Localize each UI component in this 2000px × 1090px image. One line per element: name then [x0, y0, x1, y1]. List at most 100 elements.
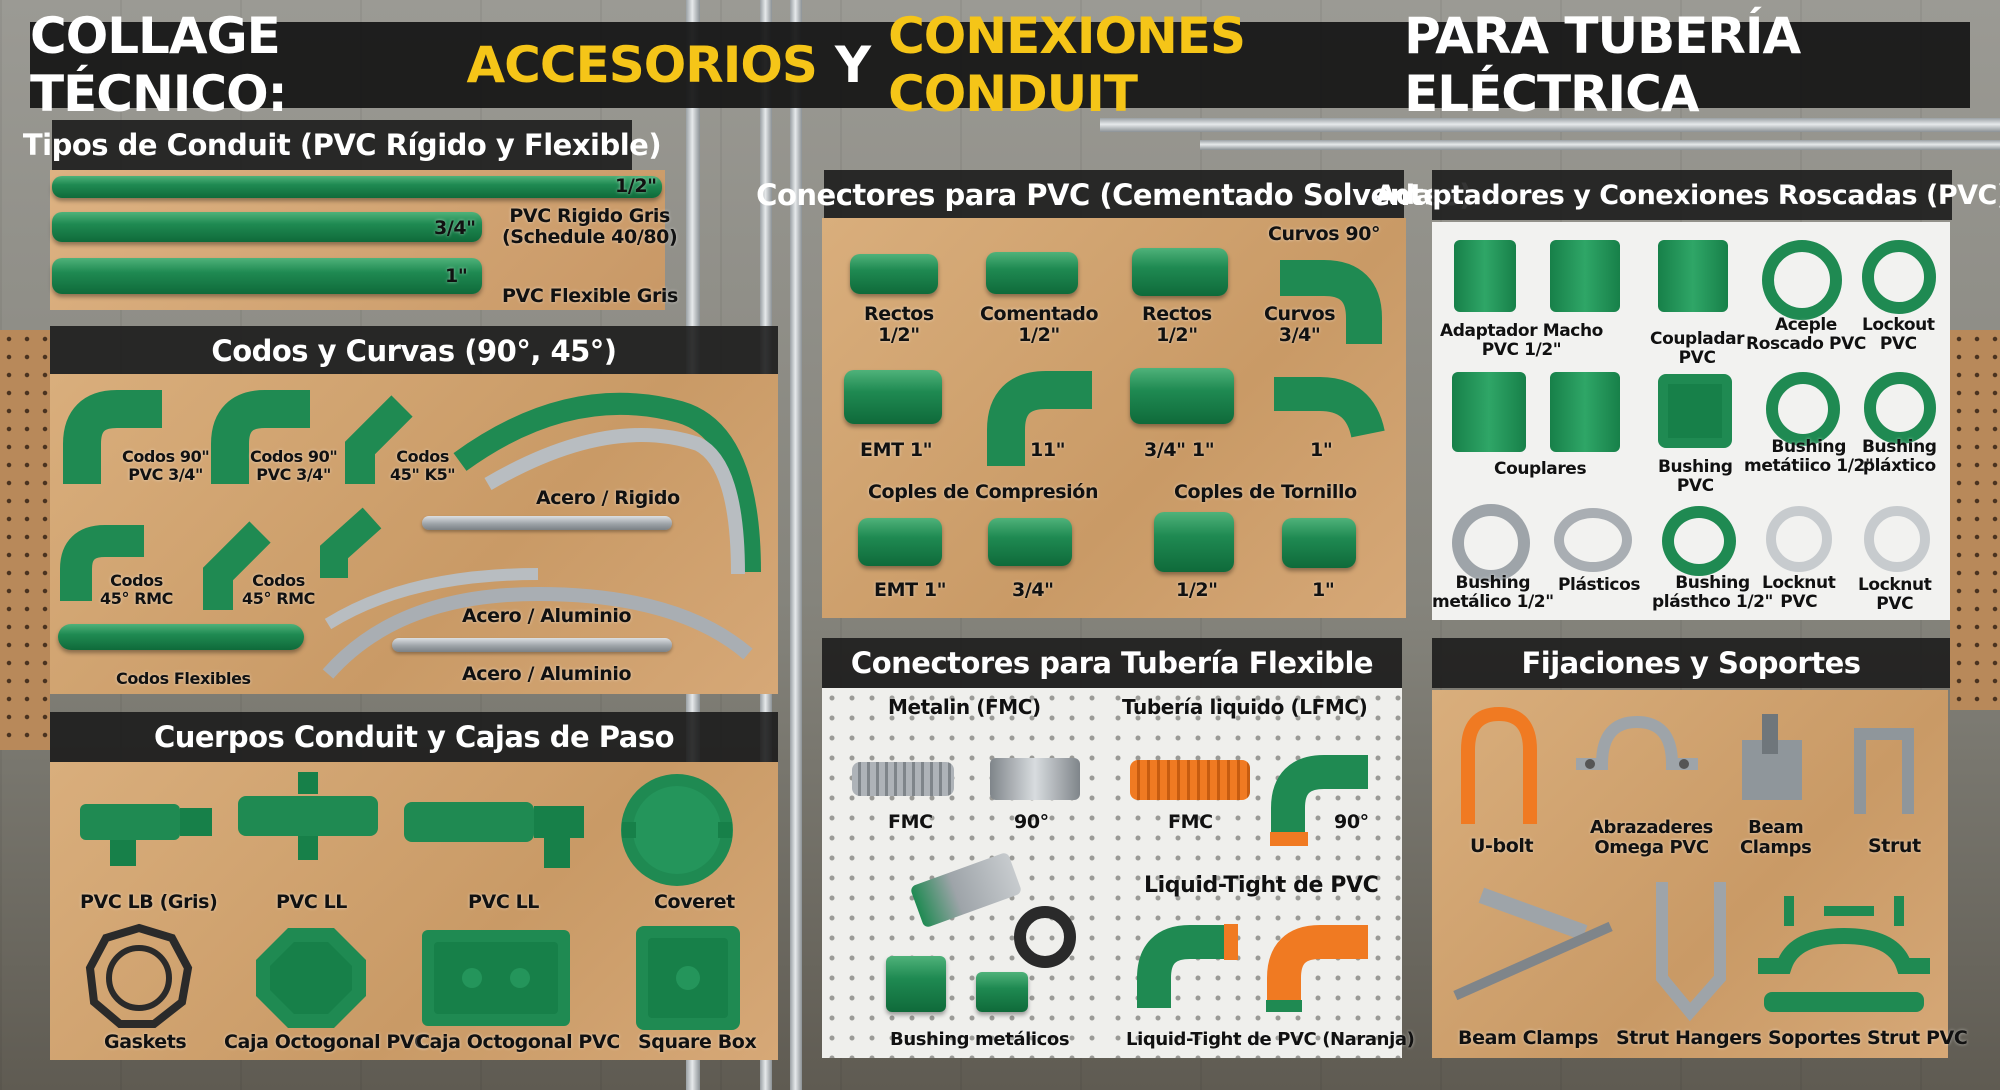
elbow-90-icon: [63, 390, 162, 484]
adapter-label: Bushing metálico 1/2": [1432, 573, 1554, 612]
section-title-cuerpos: Cuerpos Conduit y Cajas de Paso: [50, 712, 778, 762]
body-label: Gaskets: [104, 1031, 187, 1053]
elbow-90-icon: [1280, 260, 1382, 344]
elbow-label: Codos 90" PVC 3/4": [122, 447, 210, 484]
connector-label: Rectos 1/2": [864, 303, 934, 346]
coupling: [844, 370, 942, 424]
section-title-flexible: Conectores para Tubería Flexible: [822, 638, 1402, 688]
liquid-tight-orange-icon: [1266, 925, 1368, 1012]
long-sweep-gray-icon: [484, 428, 745, 575]
straight-steel-conduit: [422, 516, 672, 530]
straight-aluminum-conduit: [392, 638, 672, 652]
panel-cuerpos-cajas: PVC LB (Gris) PVC LL PVC LL Coveret Gask…: [50, 762, 778, 1060]
acero-aluminio-label: Acero / Aluminio: [462, 605, 632, 627]
round-cover-icon: [621, 774, 733, 886]
page-title: COLLAGE TÉCNICO: ACCESORIOS Y CONEXIONES…: [30, 7, 1970, 123]
panel-codos-curvas: Codos 90" PVC 3/4" Codos 90" PVC 3/4" Co…: [50, 374, 778, 694]
size-label: 3/4": [434, 217, 476, 239]
elbow-label: Codos 90" PVC 3/4": [250, 447, 338, 484]
fmc-flex-conduit: [852, 762, 954, 796]
fixing-label: Abrazaderes Omega PVC: [1590, 817, 1713, 858]
set-screw-coupling: [1282, 518, 1356, 568]
bushing-icon: [1864, 372, 1936, 444]
long-sweep-green-icon: [453, 392, 761, 573]
connector-label: EMT 1": [860, 439, 933, 461]
coupling-fitting-icon: [1550, 372, 1620, 452]
connector-label: 3/4" 1": [1144, 439, 1215, 461]
plastic-bushing-icon: [1662, 506, 1736, 576]
connector-label: EMT 1": [874, 579, 947, 601]
panel-conectores-pvc: Curvos 90° Rectos 1/2" Comentado 1/2" Re…: [822, 218, 1406, 618]
coupling: [850, 254, 938, 294]
bushing-icon: [1658, 374, 1732, 448]
flex-label: Bushing metálicos: [890, 1029, 1070, 1050]
pvc-tube-one-inch: [52, 258, 482, 294]
gasket-icon: [85, 923, 193, 1028]
gray-sweep-icon: [322, 568, 753, 679]
flex-label: FMC: [1168, 811, 1213, 833]
adapter-fitting-icon: [1454, 240, 1516, 312]
size-label: 1/2": [615, 175, 657, 197]
bushing-metal: [976, 972, 1028, 1012]
connector-label: 1": [1312, 579, 1335, 601]
adapter-label: Aceple Roscado PVC: [1746, 315, 1866, 354]
body-label: Caja Octogonal PVC: [416, 1031, 620, 1053]
lfmc-90-fitting-icon: [1270, 755, 1368, 846]
panel-flexible-right: Tubería liquido (LFMC) FMC 90° Liquid-Ti…: [1108, 688, 1415, 1058]
acero-rigido-label: Acero / Rigido: [536, 487, 680, 509]
body-label: Coveret: [654, 891, 735, 913]
lfmc-orange-conduit: [1130, 760, 1250, 800]
rectangular-box-icon: [422, 930, 570, 1026]
title-part: COLLAGE TÉCNICO:: [30, 7, 288, 123]
acero-aluminio-label: Acero / Aluminio: [462, 663, 632, 685]
elbow-90-icon: [211, 390, 310, 484]
flexible-conduit-label: PVC Flexible Gris: [502, 285, 678, 307]
adapter-label: Lockout PVC: [1862, 315, 1935, 354]
plastic-bushing-icon: [1554, 508, 1632, 572]
square-box-icon: [636, 926, 740, 1030]
fixing-label: Soportes Strut PVC: [1768, 1027, 1968, 1049]
section-title-tipos: Tipos de Conduit (PVC Rígido y Flexible): [23, 120, 662, 170]
connector-label: Curvos 3/4": [1264, 303, 1336, 346]
fixing-label: Beam Clamps: [1458, 1027, 1599, 1049]
adapter-label: Bushing metátiico 1/2": [1744, 437, 1874, 476]
compression-coupling: [988, 518, 1072, 566]
tornillo-header: Coples de Tornillo: [1174, 481, 1357, 503]
section-title-codos: Codos y Curvas (90°, 45°): [50, 326, 778, 376]
adapter-label: Adaptador Macho PVC 1/2": [1440, 321, 1603, 360]
pvc-tube-three-quarter: [52, 212, 482, 242]
vertical-conduit-pipe: [790, 0, 802, 1090]
body-label: Caja Octogonal PVC: [224, 1031, 428, 1053]
connector-label: 3/4": [1012, 579, 1054, 601]
u-bolt-icon: [1461, 706, 1537, 824]
right-pegboard: [1950, 330, 2000, 710]
liquido-header: Tubería liquido (LFMC): [1122, 695, 1368, 719]
body-label: PVC LL: [276, 891, 348, 913]
flex-label: 90°: [1334, 811, 1369, 833]
beam-clamp-icon: [1742, 714, 1802, 800]
compresion-header: Coples de Compresión: [868, 481, 1099, 503]
section-title-adaptadores: Adaptadores y Conexiones Roscadas (PVC): [1375, 170, 2000, 220]
panel-flexible-left: Metalin (FMC) FMC 90° Bushing metálicos: [822, 688, 1111, 1058]
flex-label: Liquid-Tight de PVC (Naranja): [1126, 1029, 1415, 1050]
adapter-label: Bushing PVC: [1658, 457, 1733, 496]
coupling-fitting-icon: [1550, 240, 1620, 312]
curvos-header: Curvos 90°: [1268, 223, 1381, 245]
octagon-box-icon: [256, 928, 366, 1028]
left-pegboard: [0, 330, 50, 750]
horizontal-conduit-pipe: [1200, 140, 2000, 150]
elbow-label: Codos Flexibles: [116, 669, 251, 688]
strut-fitting-icon: [1854, 728, 1914, 814]
title-part: Y: [834, 36, 871, 94]
coupling-fitting-icon: [1452, 372, 1526, 452]
body-label: PVC LL: [468, 891, 540, 913]
locknut-ring-icon: [1762, 240, 1842, 320]
metal-bushing-icon: [1452, 504, 1530, 582]
elbow-45-icon: [320, 507, 382, 578]
elbow-45-icon: [345, 395, 413, 484]
section-title-conectores-pvc: Conectores para PVC (Cementado Solventes…: [756, 170, 1472, 220]
strut-hanger-icon: [1656, 882, 1726, 1022]
threaded-connector-icon: [909, 851, 1023, 929]
adapter-label: Couplares: [1494, 459, 1587, 479]
horizontal-conduit-pipe: [1100, 118, 2000, 132]
